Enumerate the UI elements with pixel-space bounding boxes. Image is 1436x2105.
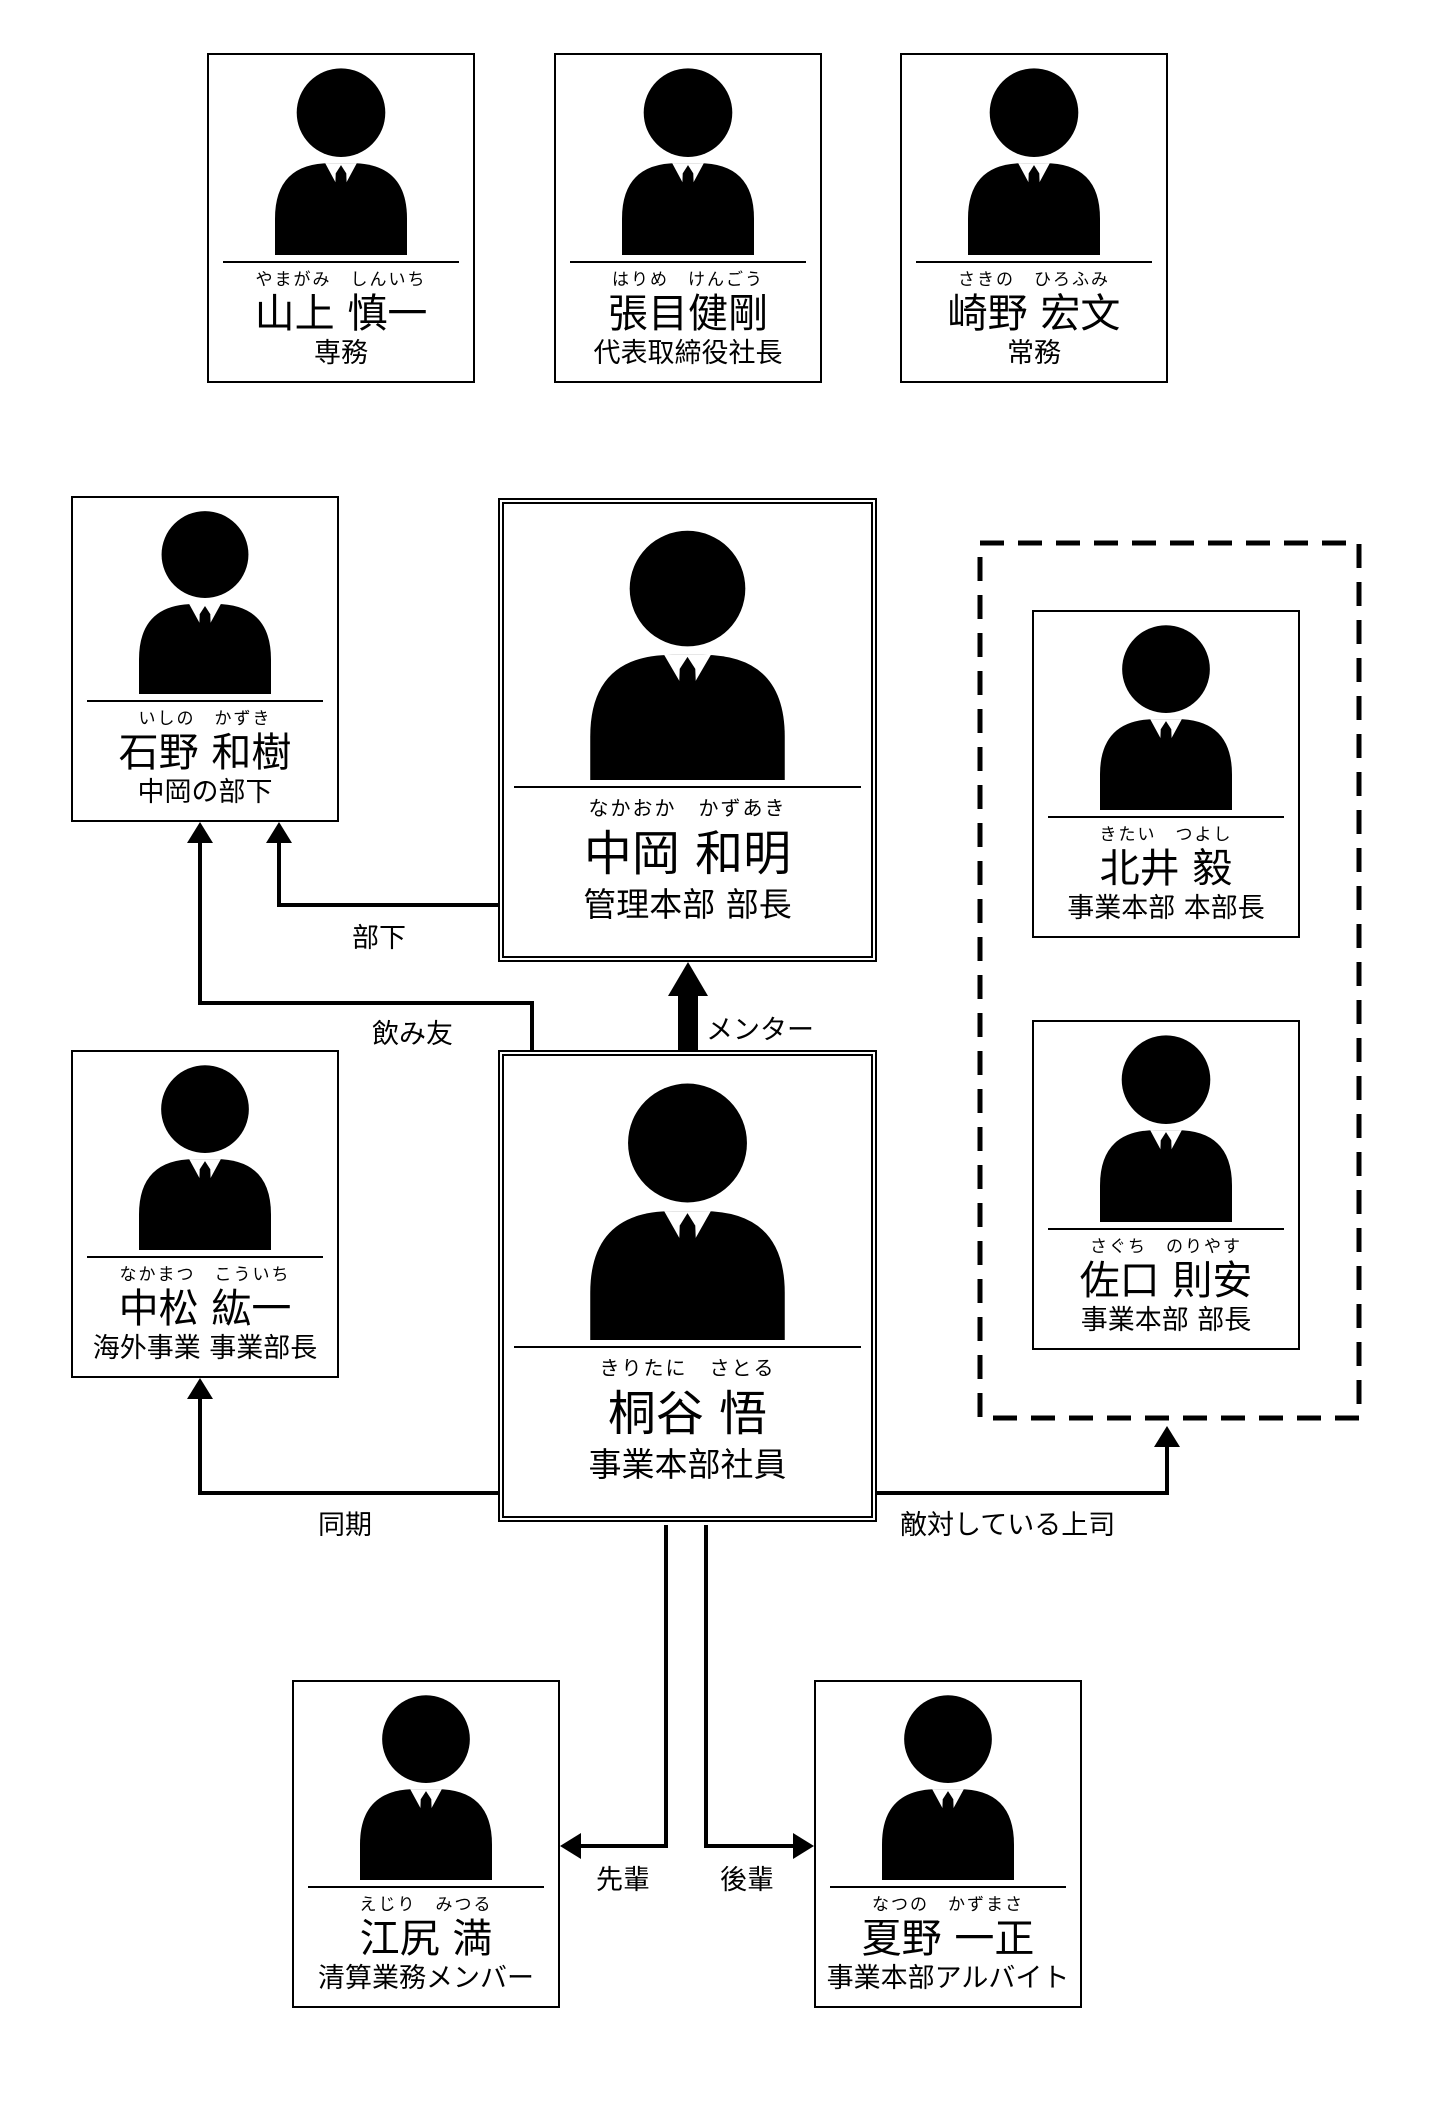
person-card-saguchi: さぐち のりやす佐口 則安事業本部 部長 [1032, 1020, 1300, 1350]
person-card-ejiri: えじり みつる江尻 満清算業務メンバー [292, 1680, 560, 2008]
person-name: 張目健剛 [608, 291, 768, 337]
person-name: 中松 紘一 [118, 1286, 292, 1332]
person-card-yamagami: やまがみ しんいち山上 慎一専務 [207, 53, 475, 383]
person-title: 事業本部 部長 [1080, 1305, 1252, 1336]
person-card-nakaoka: なかおか かずあき中岡 和明管理本部 部長 [498, 498, 877, 962]
person-silhouette-icon [275, 68, 407, 255]
person-furigana: はりめ けんごう [612, 270, 764, 290]
person-silhouette-icon [882, 1695, 1014, 1880]
card-divider [87, 700, 323, 702]
person-card-sakino: さきの ひろふみ崎野 宏文常務 [900, 53, 1168, 383]
person-card-kiritani: きりたに さとる桐谷 悟事業本部社員 [498, 1050, 877, 1522]
person-silhouette-icon [622, 68, 754, 255]
person-card-natsuno: なつの かずまさ夏野 一正事業本部アルバイト [814, 1680, 1082, 2008]
person-furigana: さきの ひろふみ [958, 270, 1110, 290]
person-title: 事業本部 本部長 [1067, 893, 1265, 924]
person-furigana: いしの かずき [138, 709, 272, 729]
person-furigana: きりたに さとる [599, 1356, 776, 1380]
person-title: 事業本部アルバイト [826, 1963, 1070, 1994]
person-name: 崎野 宏文 [947, 291, 1121, 337]
card-divider [1048, 816, 1284, 818]
label-hostile-boss: 敵対している上司 [900, 1510, 1116, 1541]
person-title: 代表取締役社長 [593, 338, 783, 369]
person-name: 中岡 和明 [583, 826, 792, 882]
person-title: 管理本部 部長 [583, 885, 792, 924]
person-name: 北井 毅 [1099, 846, 1233, 892]
person-card-ishino: いしの かずき石野 和樹中岡の部下 [71, 496, 339, 822]
label-subordinate: 部下 [352, 923, 406, 954]
edge-subordinate [266, 822, 498, 907]
person-silhouette-icon [590, 1083, 785, 1340]
person-title: 常務 [1007, 338, 1061, 369]
card-divider [916, 261, 1152, 263]
person-name: 佐口 則安 [1079, 1258, 1253, 1304]
edge-senior [560, 1525, 668, 1859]
person-silhouette-icon [590, 530, 785, 780]
card-divider [830, 1886, 1066, 1888]
person-card-kitai: きたい つよし北井 毅事業本部 本部長 [1032, 610, 1300, 938]
card-divider [308, 1886, 544, 1888]
card-divider [514, 1346, 861, 1348]
person-furigana: さぐち のりやす [1090, 1237, 1242, 1257]
card-divider [570, 261, 806, 263]
person-silhouette-icon [1100, 625, 1232, 810]
person-silhouette-icon [139, 1065, 271, 1250]
person-silhouette-icon [968, 68, 1100, 255]
label-junior: 後輩 [720, 1865, 774, 1896]
person-title: 海外事業 事業部長 [92, 1333, 318, 1364]
person-furigana: なつの かずまさ [872, 1895, 1024, 1915]
edge-hostile-boss [877, 1426, 1180, 1495]
person-silhouette-icon [1100, 1035, 1232, 1222]
person-furigana: きたい つよし [1099, 825, 1233, 845]
person-title: 事業本部社員 [588, 1445, 787, 1484]
card-divider [223, 261, 459, 263]
person-furigana: やまがみ しんいち [255, 270, 427, 290]
card-divider [514, 786, 861, 788]
label-same-cohort: 同期 [318, 1510, 372, 1541]
person-furigana: えじり みつる [359, 1895, 493, 1915]
person-name: 石野 和樹 [118, 730, 292, 776]
person-furigana: なかまつ こういち [119, 1265, 291, 1285]
edge-mentor [668, 962, 708, 1052]
label-drinking-buddy: 飲み友 [372, 1019, 453, 1050]
person-card-harime: はりめ けんごう張目健剛代表取締役社長 [554, 53, 822, 383]
person-name: 桐谷 悟 [607, 1386, 768, 1442]
person-name: 江尻 満 [359, 1916, 493, 1962]
card-divider [87, 1256, 323, 1258]
edge-junior [704, 1525, 814, 1859]
label-senior: 先輩 [596, 1865, 650, 1896]
person-silhouette-icon [139, 511, 271, 694]
edge-drinking-buddy [187, 822, 534, 1050]
person-silhouette-icon [360, 1695, 492, 1880]
label-mentor: メンター [706, 1015, 814, 1046]
person-card-nakamatsu: なかまつ こういち中松 紘一海外事業 事業部長 [71, 1050, 339, 1378]
person-title: 清算業務メンバー [318, 1963, 534, 1994]
person-name: 山上 慎一 [254, 291, 428, 337]
person-title: 専務 [314, 338, 368, 369]
person-name: 夏野 一正 [861, 1916, 1035, 1962]
department-group-box [977, 540, 1362, 1421]
person-title: 中岡の部下 [137, 777, 273, 808]
edge-same-cohort [187, 1378, 498, 1495]
card-divider [1048, 1228, 1284, 1230]
person-furigana: なかおか かずあき [588, 796, 787, 820]
